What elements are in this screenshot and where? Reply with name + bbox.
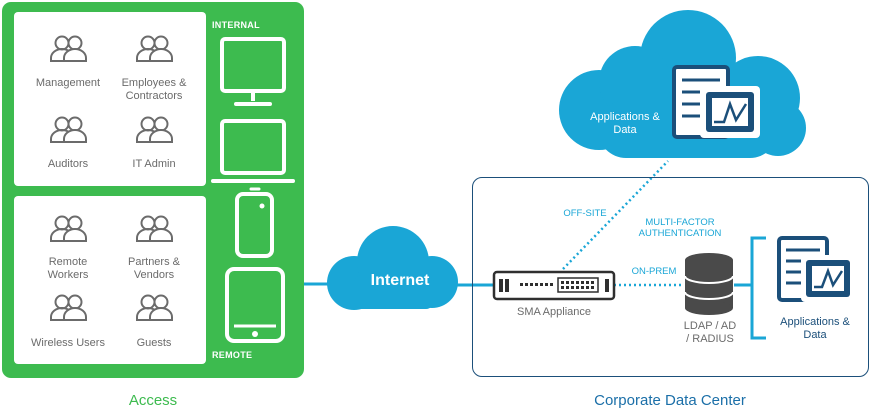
remote-users-box	[14, 196, 206, 364]
phone-icon	[235, 192, 274, 258]
apps-doc-icon	[672, 65, 760, 139]
user-label-it-admin: IT Admin	[132, 158, 176, 170]
user-label-partners: Partners & Vendors	[128, 256, 180, 281]
internet-label: Internet	[370, 272, 430, 289]
datacenter-box	[472, 177, 869, 377]
datacenter-title: Corporate Data Center	[594, 392, 746, 409]
off-site-label: OFF-SITE	[563, 208, 607, 219]
mfa-label: MULTI-FACTOR AUTHENTICATION	[638, 217, 722, 240]
cloud-apps-label: Applications & Data	[590, 111, 660, 136]
remote-label: REMOTE	[212, 350, 253, 360]
ldap-label: LDAP / AD / RADIUS	[683, 320, 737, 345]
user-label-management: Management	[35, 77, 101, 89]
off-site-link	[562, 160, 669, 270]
on-prem-label: ON-PREM	[631, 266, 677, 277]
laptop-icon	[220, 119, 286, 175]
sma-label: SMA Appliance	[517, 306, 591, 318]
user-label-remote-workers: Remote Workers	[47, 256, 89, 281]
datacenter-apps-label: Applications & Data	[780, 316, 850, 341]
internal-users-box	[14, 12, 206, 186]
tablet-icon	[225, 267, 285, 343]
internal-label: INTERNAL	[212, 20, 260, 30]
user-label-auditors: Auditors	[47, 158, 89, 170]
user-label-guests: Guests	[136, 337, 172, 349]
user-label-wireless: Wireless Users	[31, 337, 105, 349]
user-label-employees: Employees & Contractors	[121, 77, 187, 102]
access-title: Access	[128, 392, 178, 409]
